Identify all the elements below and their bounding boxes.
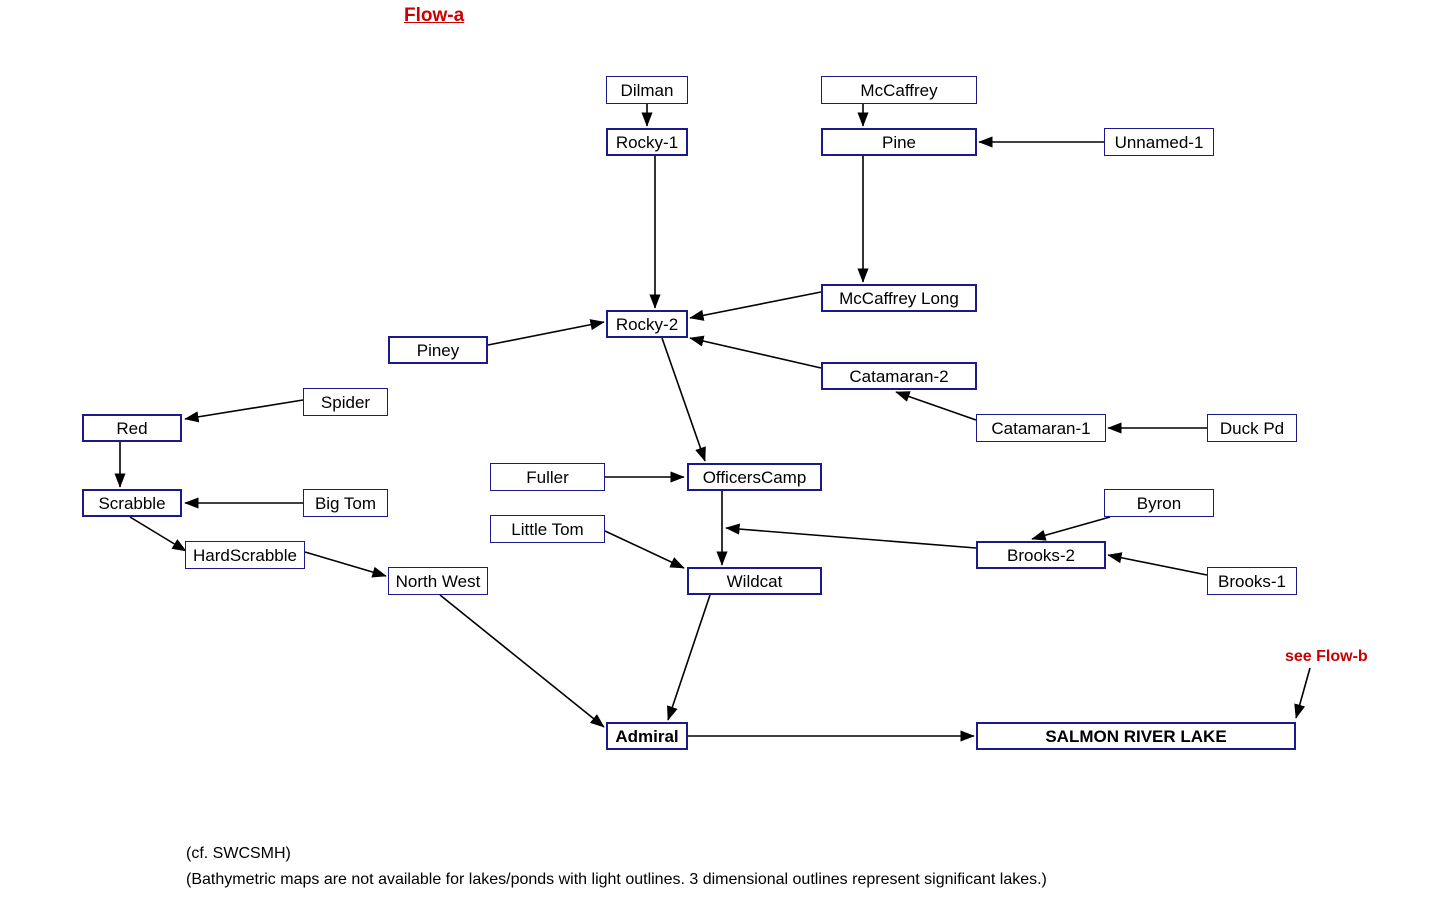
node-label: Brooks-1 [1217,571,1287,591]
node-label: Piney [416,340,460,360]
edge-hardscrabble-to-northwest [304,551,387,578]
node-duckpd[interactable]: Duck Pd [1207,414,1297,442]
node-byron[interactable]: Byron [1104,489,1214,517]
edge-catamaran2-to-rocky2 [689,335,822,369]
see-flow-b-annotation[interactable]: see Flow-b [1285,648,1368,665]
node-admiral[interactable]: Admiral [606,722,688,750]
node-label: Pine [881,132,917,152]
node-label: Catamaran-1 [991,418,1091,438]
node-label: Byron [1136,493,1182,513]
node-label: Duck Pd [1219,418,1285,438]
node-label: Catamaran-2 [849,366,949,386]
edge-spider-to-red [184,399,304,423]
page-title: Flow-a [404,5,465,26]
node-red[interactable]: Red [82,414,182,442]
node-rocky1[interactable]: Rocky-1 [606,128,688,156]
node-label: Wildcat [726,571,783,591]
node-label: Brooks-2 [1006,545,1076,565]
node-label: McCaffrey Long [839,288,959,308]
node-wildcat[interactable]: Wildcat [687,567,822,595]
node-littletom[interactable]: Little Tom [490,515,605,543]
node-spider[interactable]: Spider [303,388,388,416]
edge-brooks2-to-wildcat [725,523,977,549]
node-label: Scrabble [98,493,166,513]
node-bigtom[interactable]: Big Tom [303,489,388,517]
node-dilman[interactable]: Dilman [606,76,688,104]
node-label: Dilman [620,80,674,100]
node-label: Unnamed-1 [1114,132,1204,152]
edge-rocky2-to-officerscamp [661,337,706,462]
node-pine[interactable]: Pine [821,128,977,156]
node-label: McCaffrey [860,80,938,100]
node-salmonriver[interactable]: SALMON RIVER LAKE [976,722,1296,750]
node-northwest[interactable]: North West [388,567,488,595]
node-fuller[interactable]: Fuller [490,463,605,491]
edge-catamaran1-to-catamaran2 [895,391,977,421]
node-label: Admiral [615,726,679,746]
footnote-line-2: (Bathymetric maps are not available for … [186,871,1047,888]
node-label: Fuller [526,467,569,487]
node-mccaffreylong[interactable]: McCaffrey Long [821,284,977,312]
node-piney[interactable]: Piney [388,336,488,364]
node-label: Little Tom [511,519,584,539]
node-scrabble[interactable]: Scrabble [82,489,182,517]
edge-scrabble-to-hardscrabble [129,516,187,552]
edge-mccaffreylong-to-rocky2 [689,291,822,321]
edge-see_flow_b-to-salmonriver [1294,667,1311,719]
node-officerscamp[interactable]: OfficersCamp [687,463,822,491]
node-catamaran1[interactable]: Catamaran-1 [976,414,1106,442]
node-unnamed1[interactable]: Unnamed-1 [1104,128,1214,156]
node-label: Red [116,418,148,438]
edge-littletom-to-wildcat [604,530,685,569]
node-brooks2[interactable]: Brooks-2 [976,541,1106,569]
node-label: North West [395,571,481,591]
node-label: Rocky-2 [615,314,679,334]
node-label: Spider [320,392,371,412]
footnote-line-1: (cf. SWCSMH) [186,845,291,862]
edge-piney-to-rocky2 [487,319,605,346]
edge-wildcat-to-admiral [667,594,711,721]
node-brooks1[interactable]: Brooks-1 [1207,567,1297,595]
node-label: OfficersCamp [702,467,807,487]
node-mccaffrey[interactable]: McCaffrey [821,76,977,104]
node-hardscrabble[interactable]: HardScrabble [185,541,305,569]
edge-brooks1-to-brooks2 [1107,552,1208,576]
node-label: Big Tom [314,493,377,513]
edge-byron-to-brooks2 [1031,516,1111,541]
edge-northwest-to-admiral [439,594,605,728]
node-label: HardScrabble [193,545,297,565]
node-label: SALMON RIVER LAKE [1045,726,1227,746]
node-rocky2[interactable]: Rocky-2 [606,310,688,338]
node-label: Rocky-1 [615,132,679,152]
node-catamaran2[interactable]: Catamaran-2 [821,362,977,390]
